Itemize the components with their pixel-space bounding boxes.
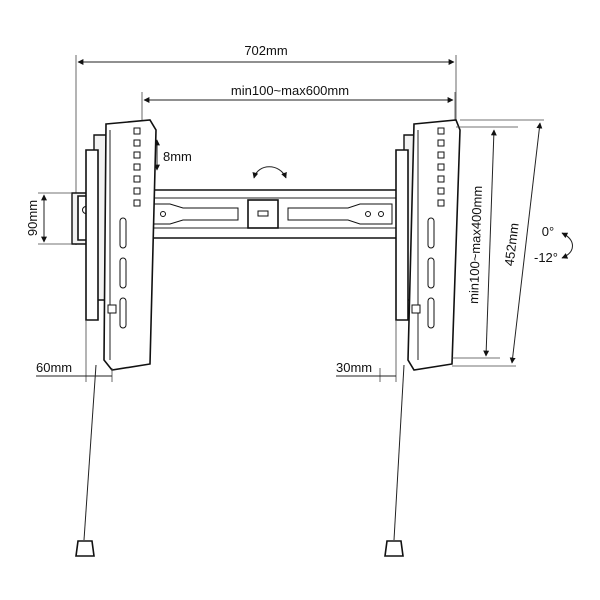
left-arm <box>85 119 157 371</box>
adjust-step-label: 8mm <box>163 149 192 164</box>
vesa-width-dimension: min100~max600mm <box>141 83 456 130</box>
vesa-height-dimension: min100~max400mm <box>452 126 518 359</box>
overall-width-label: 702mm <box>244 43 287 58</box>
tilt-indicator: 0° -12° <box>534 224 573 265</box>
left-cord-handle <box>75 540 95 557</box>
left-pull-cord <box>75 364 97 557</box>
right-offset-label: 30mm <box>336 360 372 375</box>
left-offset-label: 60mm <box>36 360 72 375</box>
vesa-height-label: min100~max400mm <box>466 186 485 305</box>
overall-height-label: 452mm <box>501 222 521 267</box>
right-cord-handle <box>384 540 404 557</box>
tilt-end-label: -12° <box>534 250 558 265</box>
adjust-step-dimension: 8mm <box>154 139 192 171</box>
left-offset-dimension: 60mm <box>36 320 113 382</box>
vesa-width-label: min100~max600mm <box>231 83 349 98</box>
overall-height-dimension: 452mm <box>452 119 544 367</box>
tilt-start-label: 0° <box>542 224 554 239</box>
right-arm <box>395 119 461 371</box>
left-height-dimension: 90mm <box>25 192 72 245</box>
right-offset-dimension: 30mm <box>336 320 397 382</box>
left-height-label: 90mm <box>25 200 40 236</box>
right-pull-cord <box>384 364 405 557</box>
